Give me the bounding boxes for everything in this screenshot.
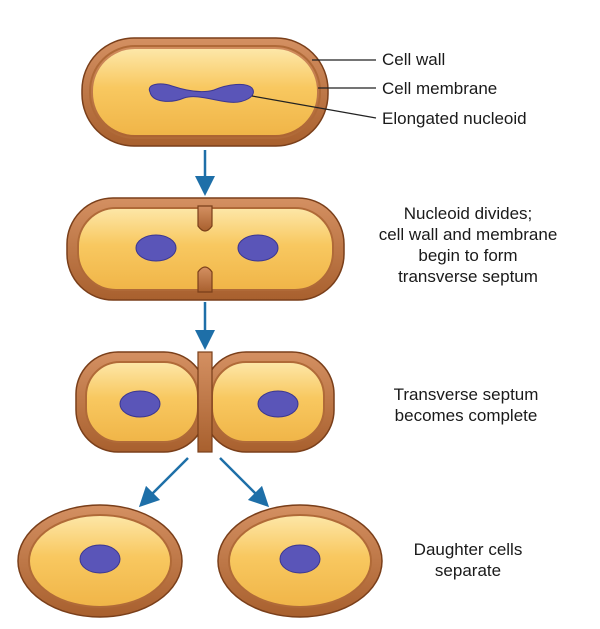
label-line: Transverse septum	[393, 385, 539, 404]
nucleoid-left	[119, 390, 161, 418]
cell-stage-2	[66, 197, 345, 301]
nucleoid	[79, 544, 121, 574]
label-daughter-cells: Daughter cells separate	[414, 539, 523, 581]
label-line: cell wall and membrane	[378, 225, 558, 244]
label-line: begin to form	[418, 246, 518, 265]
septum-notch-bottom	[197, 266, 213, 293]
nucleoid	[279, 544, 321, 574]
label-line: Daughter cells	[413, 540, 523, 559]
nucleoid-right	[257, 390, 299, 418]
nucleoid-left	[135, 234, 177, 262]
arrow-diag-left	[138, 457, 189, 508]
cell-stage-3	[75, 351, 335, 453]
label-line: becomes complete	[394, 406, 538, 425]
label-cell-wall: Cell wall	[382, 50, 446, 69]
daughter-cell-right	[217, 504, 383, 618]
label-line: transverse septum	[398, 267, 538, 286]
cell-membrane-shape	[89, 45, 321, 139]
arrow-diag-right	[219, 457, 270, 508]
label-nucleoid-divides: Nucleoid divides; cell wall and membrane…	[379, 203, 558, 287]
label-line: separate	[434, 561, 502, 580]
septum-notch-top	[197, 205, 213, 232]
septum-complete	[197, 351, 213, 453]
nucleoid-right	[237, 234, 279, 262]
elongated-nucleoid-shape	[148, 83, 254, 103]
label-line: Nucleoid divides;	[403, 204, 533, 223]
cell-stage-1	[81, 37, 329, 147]
label-septum-complete: Transverse septum becomes complete	[394, 384, 539, 426]
label-elongated-nucleoid: Elongated nucleoid	[382, 109, 527, 128]
leader-lines	[251, 59, 377, 119]
nucleoid-leader	[251, 95, 377, 119]
daughter-cell-left	[17, 504, 183, 618]
label-cell-membrane: Cell membrane	[382, 79, 498, 98]
